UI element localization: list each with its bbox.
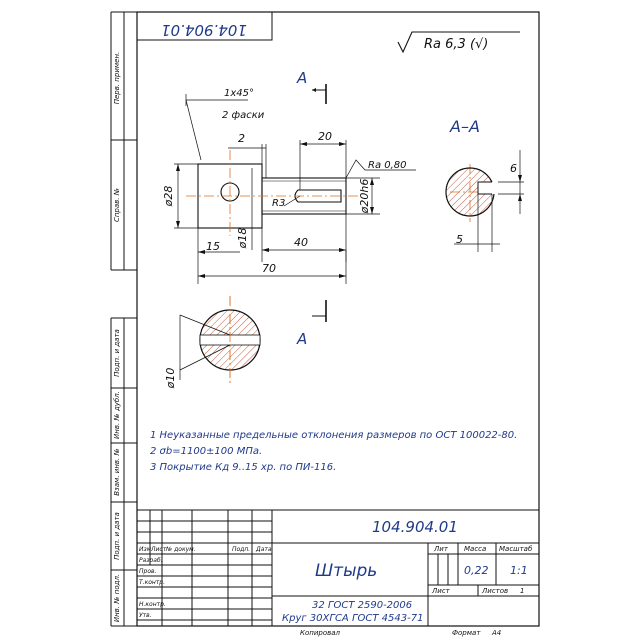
note-3: 3 Покрытие Кд 9..15 хр. по ПИ-116. [150, 462, 337, 473]
section-marker-top: A [296, 69, 327, 104]
tb-scale-value: 1:1 [510, 564, 528, 577]
side-label-podp2: Подп. и дата [113, 512, 121, 560]
tb-row-razrab: Разраб. [139, 557, 163, 564]
footer-format: Формат [452, 629, 481, 637]
tb-col-izm: Изм [139, 546, 152, 553]
dim-40: 40 [294, 236, 308, 249]
side-label-invdubl: Инв. № дубл. [113, 391, 121, 439]
note-2: 2 σb=1100±100 МПа. [150, 446, 263, 457]
tb-material-1: 32 ГОСТ 2590-2006 [312, 600, 412, 611]
dim-5: 5 [456, 233, 463, 246]
dim-20: 20 [318, 130, 332, 143]
dim-d28: ø28 [162, 186, 175, 208]
sheet-frame [136, 11, 540, 627]
tb-row-prov: Пров. [139, 568, 157, 575]
tb-col-doc: № докум. [165, 546, 196, 553]
tb-part-name: Штырь [315, 561, 377, 581]
dim-70: 70 [262, 262, 276, 275]
side-label-invpodl: Инв. № подл. [113, 574, 121, 622]
section-mark-bottom: A [296, 330, 307, 348]
tb-lit: Лит [433, 545, 449, 553]
arrowheads [176, 142, 522, 278]
dim-2: 2 [238, 132, 245, 145]
tb-col-sign: Подп. [232, 546, 250, 553]
side-strip [110, 11, 137, 627]
dim-r3: R3 [272, 198, 285, 209]
side-label-podp1: Подп. и дата [113, 329, 121, 377]
dim-6: 6 [510, 162, 517, 175]
tb-material-2: Круг 30ХГСА ГОСТ 4543-71 [282, 613, 423, 624]
tb-row-nkontr: Н.контр. [139, 601, 166, 608]
tb-col-list: Лист [150, 546, 167, 553]
cross-section-bottom [199, 296, 261, 386]
side-label-perv: Перв. примен. [113, 52, 121, 105]
tb-masshtab: Масштаб [499, 545, 533, 553]
side-label-sprav: Справ. № [113, 188, 121, 222]
roughness-general: Ra 6,3 (√) [397, 31, 520, 54]
section-aa [445, 167, 498, 217]
roughness-general-text: Ra 6,3 (√) [424, 37, 488, 52]
tb-mass-value: 0,22 [464, 564, 489, 577]
dim-chamfer: 1x45° [224, 88, 254, 99]
section-mark-top: A [296, 69, 307, 87]
tb-row-tkontr: Т.контр. [139, 579, 165, 586]
tb-list: Лист [431, 587, 451, 595]
dim-15: 15 [206, 240, 220, 253]
section-marker-bottom: A [296, 300, 327, 348]
tb-row-utv: Утв. [139, 612, 152, 619]
side-label-vzam: Взам. инв. № [113, 448, 121, 496]
tb-designation: 104.904.01 [372, 518, 458, 536]
tb-listov-value: 1 [520, 587, 524, 595]
tb-listov: Листов [481, 587, 508, 595]
title-block-grid [137, 509, 539, 626]
designation-box-rotated [136, 11, 273, 41]
dim-chamfer-note: 2 фаски [222, 110, 265, 121]
note-1: 1 Неуказанные предельные отклонения разм… [150, 430, 518, 441]
footer-format-value: A4 [491, 629, 501, 637]
dim-d20: ø20h6 [358, 179, 371, 215]
roughness-local: Ra 0,80 [368, 160, 407, 171]
dim-d10: ø10 [164, 368, 177, 390]
dim-d18: ø18 [236, 228, 249, 250]
tb-col-date: Дата [255, 546, 272, 553]
designation-rotated: 104.904.01 [161, 21, 247, 39]
tb-massa: Масса [464, 545, 486, 553]
footer-copied: Копировал [300, 629, 341, 637]
section-title: A–A [449, 117, 480, 136]
